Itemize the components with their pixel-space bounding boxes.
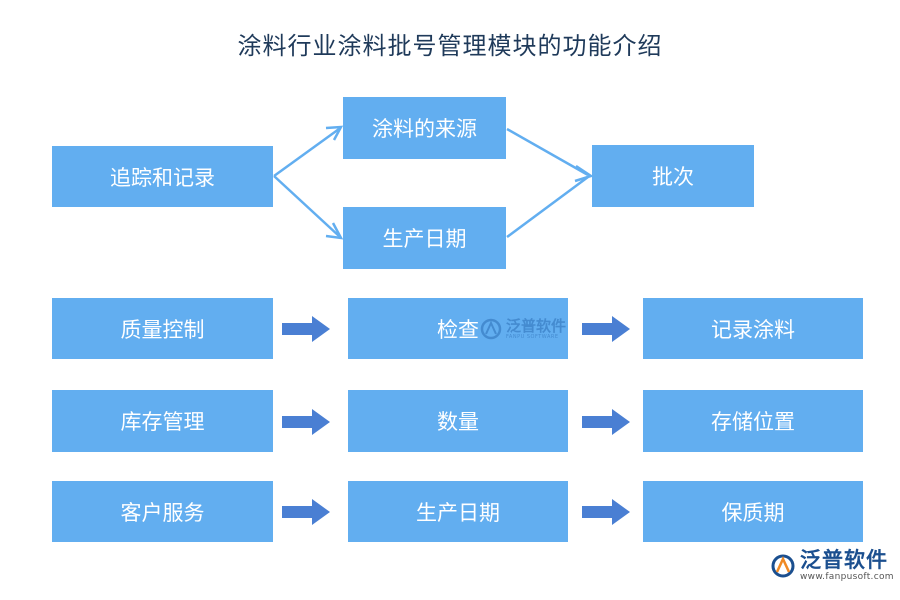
node-production-date-row: 生产日期 [348,481,568,542]
node-inspection: 检查 [348,298,568,359]
node-inventory-management: 库存管理 [52,390,273,452]
fanpu-logo-icon [771,554,795,578]
arrowhead-lower [325,222,344,240]
fat-arrow-row1-b [582,316,630,342]
arrowhead-upper [325,125,344,141]
fat-arrow-row3-a [282,499,330,525]
node-production-date-top: 生产日期 [343,207,506,269]
fat-arrow-row1-a [282,316,330,342]
node-customer-service: 客户服务 [52,481,273,542]
connector-source-to-upper [273,127,340,178]
fat-arrow-row2-a [282,409,330,435]
fat-arrow-row3-b [582,499,630,525]
arrowhead-target-top [574,164,594,183]
node-quality-control: 质量控制 [52,298,273,359]
connector-upper-to-target [506,127,589,177]
node-tracking-and-recording: 追踪和记录 [52,146,273,207]
watermark-corner-url: www.fanpusoft.com [800,572,894,582]
node-shelf-life: 保质期 [643,481,863,542]
node-record-paint: 记录涂料 [643,298,863,359]
node-batch: 批次 [592,145,754,207]
connector-source-to-lower [273,175,340,237]
node-paint-source: 涂料的来源 [343,97,506,159]
connector-lower-to-target [506,175,589,239]
node-quantity: 数量 [348,390,568,452]
watermark-corner: 泛普软件 www.fanpusoft.com [770,550,894,582]
diagram-title: 涂料行业涂料批号管理模块的功能介绍 [237,32,663,60]
fat-arrow-row2-b [582,409,630,435]
watermark-corner-brand: 泛普软件 [800,548,888,572]
node-storage-location: 存储位置 [643,390,863,452]
